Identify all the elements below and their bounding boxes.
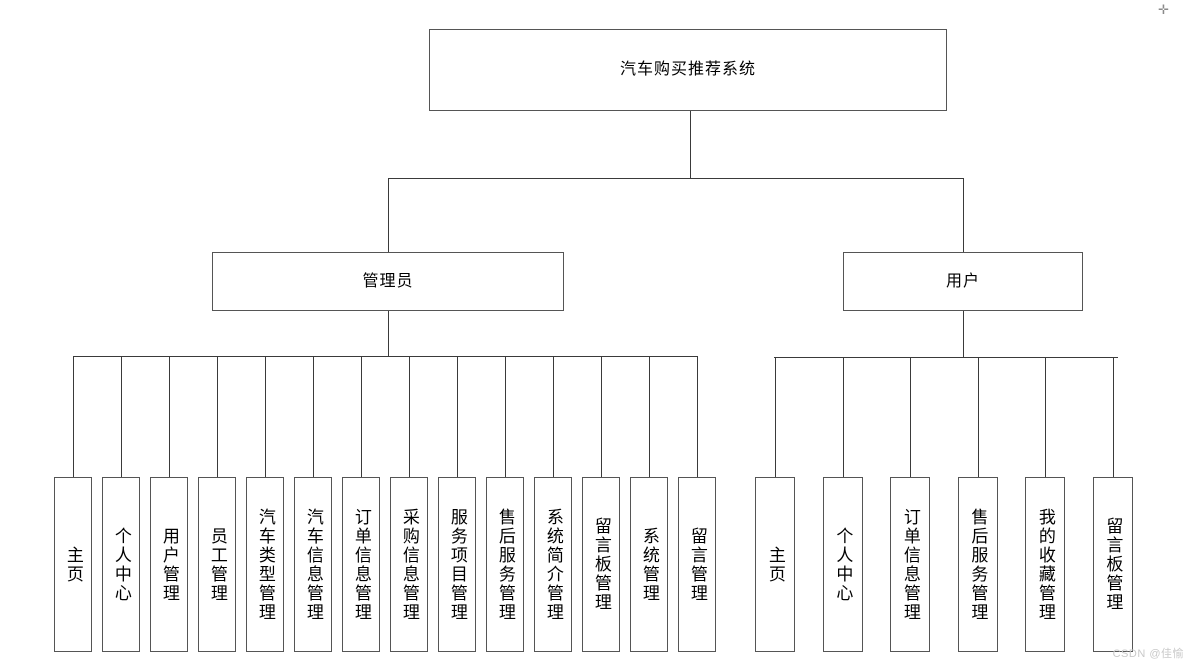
connector-drop-admin-5 — [265, 356, 266, 477]
admin-module-8[interactable]: 采购信息管理 — [390, 477, 428, 652]
connector-drop-admin-3 — [169, 356, 170, 477]
connector-admin-bus — [73, 356, 698, 357]
admin-module-11[interactable]: 系统简介管理 — [534, 477, 572, 652]
admin-module-label: 订单信息管理 — [351, 507, 371, 622]
connector-drop-admin-8 — [409, 356, 410, 477]
connector-drop-admin-2 — [121, 356, 122, 477]
connector-drop-user-3 — [910, 357, 911, 477]
admin-module-label: 个人中心 — [111, 526, 131, 603]
connector-drop-user-4 — [977, 357, 979, 477]
connector-drop-admin-14 — [697, 356, 698, 477]
admin-module-label: 员工管理 — [207, 526, 227, 603]
admin-module-label: 采购信息管理 — [399, 507, 419, 622]
admin-module-label: 留言板管理 — [591, 517, 611, 612]
watermark-label: CSDN @佳愉 — [1112, 648, 1184, 660]
admin-module-5[interactable]: 汽车类型管理 — [246, 477, 284, 652]
root-node-system[interactable]: 汽车购买推荐系统 — [429, 29, 947, 111]
admin-module-13[interactable]: 系统管理 — [630, 477, 668, 652]
user-module-label: 售后服务管理 — [968, 507, 988, 622]
user-module-4[interactable]: 售后服务管理 — [957, 477, 998, 652]
admin-module-14[interactable]: 留言管理 — [678, 477, 716, 652]
connector-drop-admin — [388, 178, 389, 252]
user-module-label: 我的收藏管理 — [1035, 507, 1055, 622]
user-module-6[interactable]: 留言板管理 — [1092, 477, 1133, 652]
role-node-admin[interactable]: 管理员 — [212, 252, 564, 311]
connector-root-stem — [690, 111, 691, 178]
admin-module-label: 主页 — [63, 545, 83, 584]
admin-module-label: 系统简介管理 — [543, 507, 563, 622]
admin-module-9[interactable]: 服务项目管理 — [438, 477, 476, 652]
user-module-label: 留言板管理 — [1103, 517, 1123, 612]
connector-drop-user — [963, 178, 964, 252]
connector-drop-admin-13 — [649, 356, 650, 477]
admin-module-label: 系统管理 — [639, 526, 659, 603]
admin-module-3[interactable]: 用户管理 — [150, 477, 188, 652]
admin-module-label: 留言管理 — [687, 526, 707, 603]
connector-drop-user-2 — [842, 357, 844, 477]
user-module-2[interactable]: 个人中心 — [822, 477, 863, 652]
role-node-admin-label: 管理员 — [362, 272, 414, 290]
connector-user-bus — [774, 357, 1118, 358]
admin-module-label: 服务项目管理 — [447, 507, 467, 622]
admin-module-6[interactable]: 汽车信息管理 — [294, 477, 332, 652]
connector-admin-stem — [388, 311, 389, 356]
admin-module-7[interactable]: 订单信息管理 — [342, 477, 380, 652]
connector-drop-admin-12 — [601, 356, 602, 477]
connector-drop-user-1 — [775, 357, 776, 477]
user-module-3[interactable]: 订单信息管理 — [890, 477, 930, 652]
admin-module-label: 用户管理 — [159, 526, 179, 603]
connector-drop-user-5 — [1045, 357, 1046, 477]
connector-drop-admin-4 — [217, 356, 218, 477]
admin-module-label: 汽车类型管理 — [255, 507, 275, 622]
connector-user-stem — [963, 311, 964, 357]
role-node-user[interactable]: 用户 — [843, 252, 1083, 311]
admin-module-10[interactable]: 售后服务管理 — [486, 477, 524, 652]
admin-module-label: 售后服务管理 — [495, 507, 515, 622]
admin-module-2[interactable]: 个人中心 — [102, 477, 140, 652]
user-module-1[interactable]: 主页 — [755, 477, 795, 652]
admin-module-1[interactable]: 主页 — [54, 477, 92, 652]
connector-drop-admin-7 — [361, 356, 362, 477]
connector-drop-admin-11 — [553, 356, 554, 477]
admin-module-label: 汽车信息管理 — [303, 507, 323, 622]
admin-module-12[interactable]: 留言板管理 — [582, 477, 620, 652]
connector-role-bus — [388, 178, 964, 179]
connector-drop-admin-6 — [313, 356, 314, 477]
connector-drop-admin-9 — [457, 356, 458, 477]
user-module-label: 个人中心 — [833, 526, 853, 603]
user-module-label: 主页 — [765, 545, 785, 584]
connector-drop-user-6 — [1112, 357, 1114, 477]
user-module-label: 订单信息管理 — [900, 507, 920, 622]
connector-drop-admin-10 — [505, 356, 506, 477]
user-module-5[interactable]: 我的收藏管理 — [1025, 477, 1065, 652]
connector-drop-admin-1 — [73, 356, 74, 477]
root-node-label: 汽车购买推荐系统 — [619, 61, 756, 79]
admin-module-4[interactable]: 员工管理 — [198, 477, 236, 652]
role-node-user-label: 用户 — [945, 272, 980, 290]
